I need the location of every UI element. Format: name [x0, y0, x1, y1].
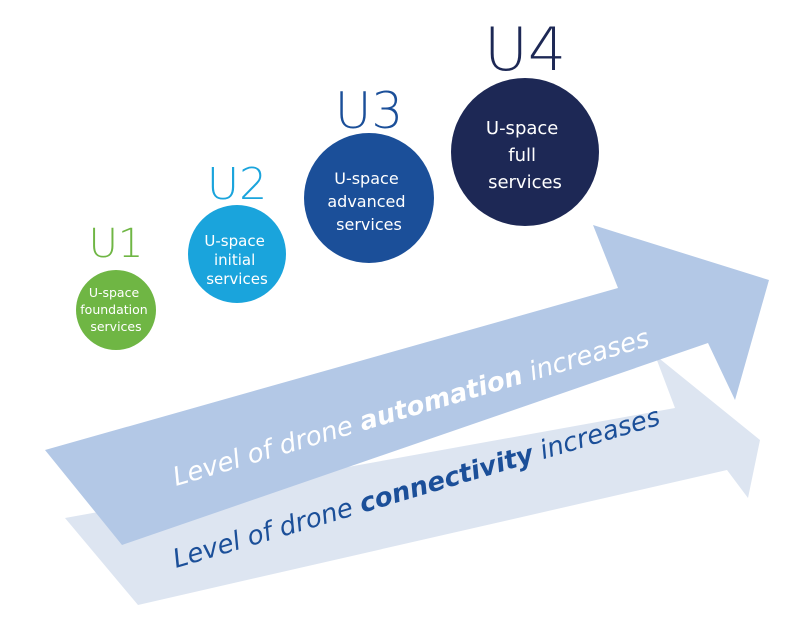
- stage-text-u4: U-space full services: [486, 118, 564, 193]
- connectivity-arrow: [65, 355, 760, 605]
- stage-circle-u3: [304, 133, 434, 263]
- stage-label-u1: U1: [89, 221, 144, 267]
- stage-label-u4: U4: [484, 15, 566, 85]
- stage-circle-u4: [451, 78, 599, 226]
- stage-label-u2: U2: [207, 159, 267, 210]
- stage-circle-u2: [188, 205, 286, 303]
- stage-text-u1: U-space foundation services: [80, 285, 151, 334]
- stage-text-u2: U-space initial services: [204, 232, 269, 288]
- automation-arrow: [45, 225, 769, 545]
- stage-circle-u1: [76, 270, 156, 350]
- stage-text-u3: U-space advanced services: [327, 169, 410, 234]
- stage-label-u3: U3: [335, 82, 403, 140]
